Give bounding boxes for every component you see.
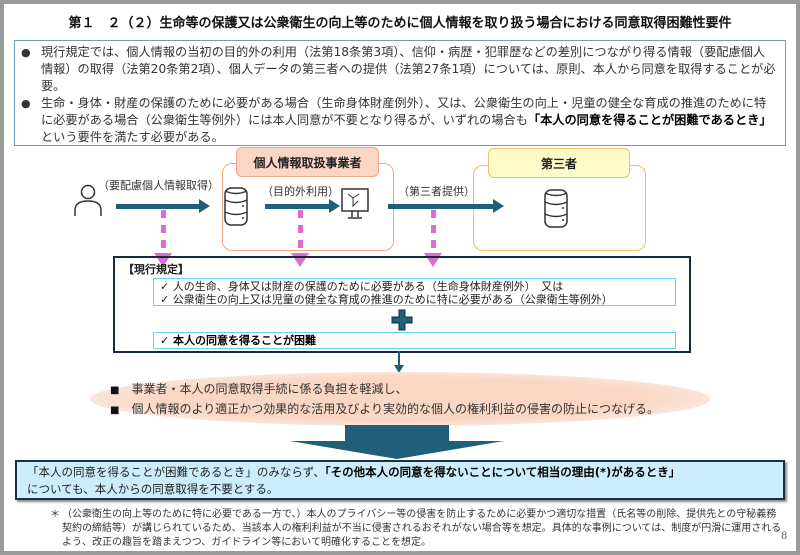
analytics-monitor-icon [341,188,369,219]
flow-arrow [116,199,210,213]
business-operator-header: 個人情報取扱事業者 [236,147,379,177]
footnote: ＊ （公衆衛生の向上等のために特に必要である一方で、）本人のプライバシー等の侵害… [50,508,782,550]
exception-item: ✓ 人の生命、身体又は財産の保護のために必要がある（生命身体財産例外） 又は [160,280,564,293]
flow-label-secondary-use: （目的外利用） [262,185,339,198]
third-party-header: 第三者 [488,148,630,178]
flow-label-third-party-provision: （第三者提供） [398,185,475,198]
person-icon [74,184,102,216]
result-text: 「本人の同意を得ることが困難であるとき」のみならず、 [27,465,325,479]
result-emphasis: 「その他本人の同意を得ないことについて相当の理由(*)があるとき」 [324,465,681,479]
amendment-result-box: 「本人の同意を得ることが困難であるとき」のみならず、「その他本人の同意を得ないこ… [15,460,785,500]
bullet-item: 現行規定では、個人情報の当初の目的外の利用（法第18条第3項）、信仰・病歴・犯罪… [21,44,777,95]
effect-item: 事業者・本人の同意取得手続に係る負担を軽減し、 [110,380,659,400]
bullet-text: 現行規定では、個人情報の当初の目的外の利用（法第18条第3項）、信仰・病歴・犯罪… [41,45,776,93]
effects-list: 事業者・本人の同意取得手続に係る負担を軽減し、 個人情報のより適正かつ効果的な活… [110,380,659,420]
current-rule-box: 【現行規定】 ✓ 人の生命、身体又は財産の保護のために必要がある（生命身体財産例… [113,256,691,353]
page-title: 第１ ２（２）生命等の保護又は公衆衛生の向上等のために個人情報を取り扱う場合にお… [68,16,732,31]
database-icon [224,187,248,226]
big-arrow-stem [345,425,449,441]
exception-list: ✓ 人の生命、身体又は財産の保護のために必要がある（生命身体財産例外） 又は ✓… [153,278,676,306]
bullet-emphasis: 「本人の同意を得ることが困難であるとき」 [527,113,772,127]
footnote-text: （公衆衛生の向上等のために特に必要である一方で、）本人のプライバシー等の侵害を防… [62,509,782,548]
down-arrow-head [394,365,404,373]
pink-dashed-arrow [424,210,442,267]
pink-dashed-arrow [291,210,309,267]
database-icon [544,189,568,228]
bullet-text: という要件を満たす必要がある。 [41,130,224,144]
pink-dashed-arrow [154,210,172,267]
current-rule-heading: 【現行規定】 [123,263,189,276]
bullet-text: 生命・身体・財産の保護のために必要がある場合（生命身体財産例外）、又は、公衆衛生… [41,96,767,127]
flow-label-sensitive-acquisition: （要配慮個人情報取得） [98,179,219,192]
footnote-mark: ＊ [50,509,60,520]
effect-item: 個人情報のより適正かつ効果的な活用及びより実効的な個人の権利利益の侵害の防止につ… [110,400,659,420]
page-number: 8 [781,531,788,542]
big-arrow-head [290,441,504,459]
result-text: についても、本人からの同意取得を不要とする。 [27,482,279,496]
exception-item: ✓ 公衆衛生の向上又は児童の健全な育成の推進のために特に必要がある（公衆衛生等例… [160,293,613,306]
plus-icon [391,309,413,331]
summary-box: 現行規定では、個人情報の当初の目的外の利用（法第18条第3項）、信仰・病歴・犯罪… [14,40,786,146]
consent-difficulty-condition: ✓ 本人の同意を得ることが困難 [153,332,676,349]
flow-arrow [265,199,340,213]
down-arrow-line [398,351,400,367]
bullet-item: 生命・身体・財産の保護のために必要がある場合（生命身体財産例外）、又は、公衆衛生… [21,95,777,146]
flow-arrow [388,199,504,213]
